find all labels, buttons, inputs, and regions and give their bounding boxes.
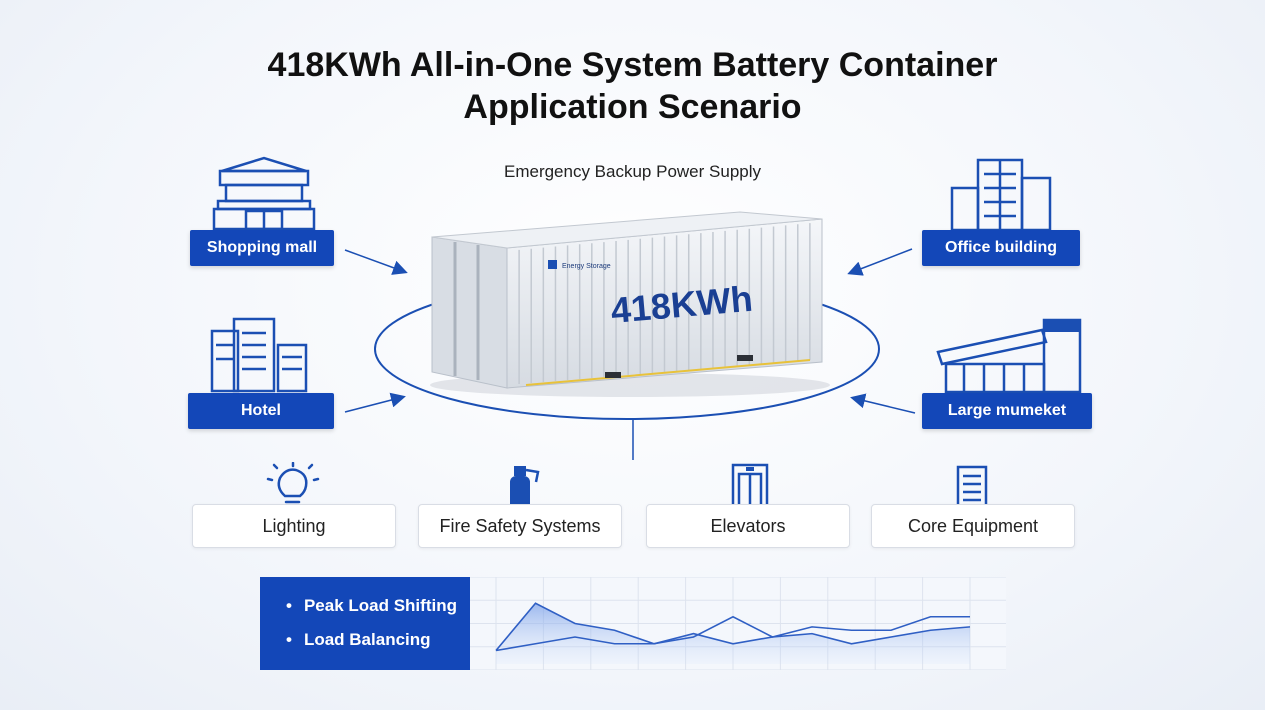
office-building-icon — [950, 158, 1052, 232]
container-logo — [548, 260, 557, 269]
load-line-chart — [470, 577, 1006, 670]
arrow-large-market — [850, 393, 916, 414]
series-line-2 — [495, 615, 970, 652]
fire-extinguisher-icon — [510, 466, 540, 510]
title-line-1: 418KWh All-in-One System Battery Contain… — [267, 46, 998, 84]
subtitle: Emergency Backup Power Supply — [503, 162, 762, 181]
arrow-hotel — [344, 392, 406, 413]
page-title: 418KWh All-in-One System Battery Contain… — [0, 44, 1265, 128]
office-building-label: Office building — [922, 230, 1080, 266]
series-area — [496, 603, 970, 664]
core-equipment-pill: Core Equipment — [871, 504, 1075, 548]
lightbulb-icon — [266, 462, 320, 510]
elevators-pill: Elevators — [646, 504, 850, 548]
shopping-mall-icon — [212, 156, 316, 231]
fire-safety-pill: Fire Safety Systems — [418, 504, 622, 548]
feature-list: Peak Load Shifting Load Balancing — [260, 577, 470, 670]
shopping-mall-label: Shopping mall — [190, 230, 334, 266]
large-market-label: Large mumeket — [922, 393, 1092, 429]
hotel-icon — [210, 317, 308, 393]
feature-load-balancing: Load Balancing — [286, 630, 431, 650]
arrow-office-building — [847, 248, 913, 276]
container-brand-text: Energy Storage — [562, 263, 611, 270]
battery-container: Energy Storage 418KWh — [431, 211, 823, 389]
large-market-icon — [936, 318, 1082, 394]
title-line-2: Application Scenario — [463, 88, 802, 126]
hotel-label: Hotel — [188, 393, 334, 429]
series-line-1 — [495, 602, 971, 652]
arrow-shopping-mall — [344, 249, 408, 275]
feature-peak-load-shifting: Peak Load Shifting — [286, 596, 457, 616]
load-chart-panel: Peak Load Shifting Load Balancing — [260, 577, 1006, 670]
lighting-pill: Lighting — [192, 504, 396, 548]
